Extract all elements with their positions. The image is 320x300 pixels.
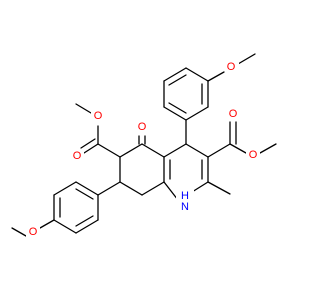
bond-c4-c3 bbox=[185, 143, 209, 158]
bond-ester-left-co-b bbox=[80, 138, 96, 149]
bond-c5-c6 bbox=[119, 143, 143, 158]
oxygen-ester-right-single: O bbox=[249, 149, 258, 161]
bond-aryl-top-3b bbox=[168, 102, 187, 114]
bond-aryl-top-2 bbox=[185, 106, 209, 121]
bond-ester-right-o-me bbox=[259, 143, 277, 154]
bond-o-aryl-top bbox=[207, 71, 225, 82]
oxygen-ester-left-carbonyl: O bbox=[73, 150, 82, 162]
bond-aryl-bot-5b bbox=[75, 215, 94, 227]
bond-c4a-c4 bbox=[163, 143, 187, 158]
bond-aryl-top-5 bbox=[163, 67, 187, 82]
bond-o-methyl-bot bbox=[11, 227, 27, 237]
bond-c2-n bbox=[191, 181, 209, 193]
oxygen-ester-left-single: O bbox=[94, 110, 103, 122]
atom-labels: O O O O O O O H N bbox=[26, 60, 260, 239]
bond-aryl-top-5b bbox=[168, 74, 187, 86]
bond-c8-c8a bbox=[141, 181, 165, 196]
bond-aryl-bot-4 bbox=[53, 219, 77, 234]
bond-c7-aryl bbox=[97, 181, 121, 196]
bond-ester-left-o-me bbox=[75, 103, 92, 114]
bond-aryl-bot-5 bbox=[75, 219, 99, 234]
bond-aryl-top-3 bbox=[163, 106, 187, 121]
bond-n-c8a bbox=[163, 181, 179, 201]
bond-methyl-o-top bbox=[237, 53, 256, 65]
oxygen-ester-right-carbonyl: O bbox=[229, 108, 238, 120]
bond-c7-c8 bbox=[119, 181, 143, 196]
bond-c3-ester-c bbox=[207, 143, 231, 158]
bonds bbox=[11, 53, 277, 237]
bond-aryl-top-6 bbox=[185, 67, 209, 82]
bond-ester-right-co-single bbox=[229, 143, 247, 154]
bond-c2-methyl bbox=[207, 181, 231, 195]
oxygen-methoxy-top: O bbox=[227, 61, 236, 73]
bond-aryl-bot-1b bbox=[75, 188, 94, 200]
bond-ester-left-co bbox=[83, 143, 99, 154]
oxygen-ketone: O bbox=[138, 121, 147, 133]
nitrogen-n-label: N bbox=[181, 201, 189, 213]
bond-c6-ester-c bbox=[97, 143, 121, 158]
bond-aryl-o-bot bbox=[39, 219, 55, 229]
oxygen-methoxy-bottom: O bbox=[29, 226, 38, 238]
structure-drawing: O O O O O O O H N bbox=[11, 53, 277, 239]
bond-aryl-bot-1 bbox=[75, 181, 99, 196]
bond-c4a-c5 bbox=[141, 143, 165, 158]
molecule-diagram: O O O O O O O H N bbox=[11, 53, 277, 239]
bond-aryl-bot-2 bbox=[53, 181, 77, 196]
nitrogen-h-label: H bbox=[181, 190, 189, 202]
